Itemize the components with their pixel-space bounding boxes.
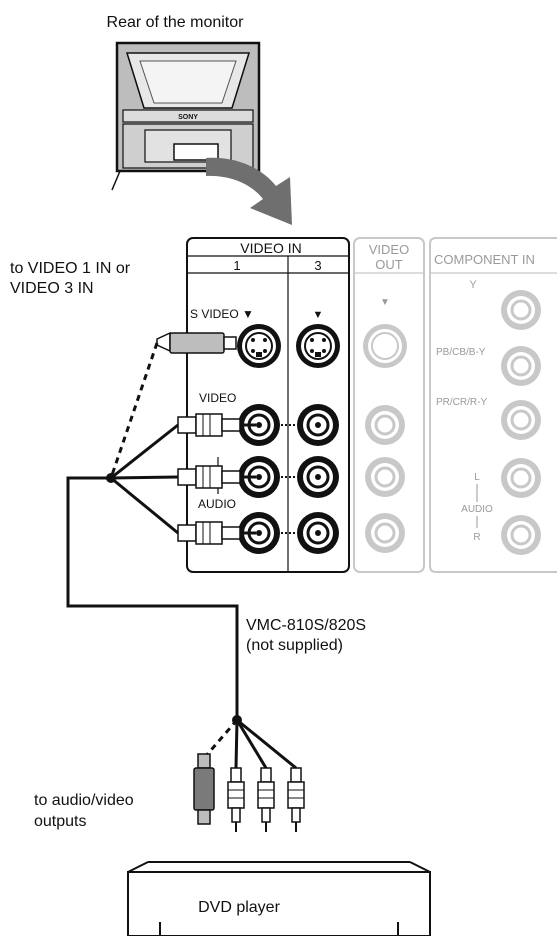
- video-out-header-line1: VIDEO: [369, 242, 409, 257]
- r-label: R: [473, 532, 480, 543]
- component-pb-jack: [501, 346, 541, 386]
- monitor-brand-label: SONY: [178, 114, 198, 121]
- s-video-label: S VIDEO ▼: [190, 307, 254, 321]
- s-video-out-jack: [363, 324, 407, 368]
- to-outputs-label-line1: to audio/video: [34, 792, 134, 809]
- audio-jack-label: AUDIO: [198, 497, 236, 511]
- rca-plug-dvd-audio-l: [257, 767, 275, 832]
- cable-junction-top: [106, 473, 116, 483]
- component-audio-r-jack: [501, 515, 541, 555]
- input-3-label: 3: [314, 258, 321, 273]
- video-out-jack: [365, 405, 405, 445]
- rear-of-monitor-label: Rear of the monitor: [107, 14, 245, 31]
- cable-model-label-line1: VMC-810S/820S: [246, 617, 366, 634]
- pr-label: PR/CR/R-Y: [436, 397, 487, 408]
- pb-label: PB/CB/B-Y: [436, 347, 486, 358]
- rca-plug-dvd-video: [227, 767, 245, 832]
- audio-out-r-jack: [365, 513, 405, 553]
- video-in-header: VIDEO IN: [240, 240, 301, 256]
- cable: [66, 342, 297, 770]
- video-jack-3: [297, 404, 339, 446]
- monitor-jack-area: [173, 143, 219, 161]
- rca-plug-video: [177, 413, 256, 437]
- video-out-header-line2: OUT: [375, 257, 403, 272]
- rca-plug-audio-l: [177, 465, 256, 489]
- audio-l-jack-3: [297, 456, 339, 498]
- video-out-arrow: ▼: [380, 297, 390, 308]
- component-pr-jack: [501, 400, 541, 440]
- rca-plug-audio-r: [177, 521, 256, 545]
- l-label: L: [474, 472, 480, 483]
- input-1-label: 1: [233, 258, 240, 273]
- input-3-arrow: ▼: [313, 309, 324, 321]
- s-video-plug-dvd: [193, 753, 215, 825]
- cable-model-label-line2: (not supplied): [246, 637, 343, 654]
- s-video-jack-3: [296, 324, 340, 368]
- audio-r-jack-1: [238, 512, 280, 554]
- to-video-in-label-line2: VIDEO 3 IN: [10, 280, 94, 297]
- y-label: Y: [469, 279, 477, 291]
- audio-l-jack-1: [238, 456, 280, 498]
- audio-component-label: AUDIO: [461, 504, 493, 515]
- cable-junction-bottom: [232, 715, 242, 725]
- component-y-jack: [501, 290, 541, 330]
- to-video-in-label-line1: to VIDEO 1 IN or: [10, 260, 131, 277]
- audio-out-l-jack: [365, 457, 405, 497]
- audio-r-jack-3: [297, 512, 339, 554]
- rca-plug-dvd-audio-r: [287, 767, 305, 832]
- component-in-panel: COMPONENT IN Y PB/CB/B-Y PR/CR/R-Y L AUD…: [429, 237, 557, 573]
- dvd-player: [127, 861, 431, 936]
- dvd-player-label: DVD player: [198, 899, 280, 916]
- monitor-rear-illustration: SONY: [111, 41, 265, 191]
- s-video-plug: [156, 331, 237, 354]
- s-video-jack-1: [237, 324, 281, 368]
- to-outputs-label-line2: outputs: [34, 813, 86, 830]
- video-jack-1: [238, 404, 280, 446]
- video-jack-label: VIDEO: [199, 391, 236, 405]
- zoom-arrow-icon: [206, 157, 292, 225]
- component-audio-l-jack: [501, 458, 541, 498]
- component-in-header: COMPONENT IN: [434, 252, 535, 267]
